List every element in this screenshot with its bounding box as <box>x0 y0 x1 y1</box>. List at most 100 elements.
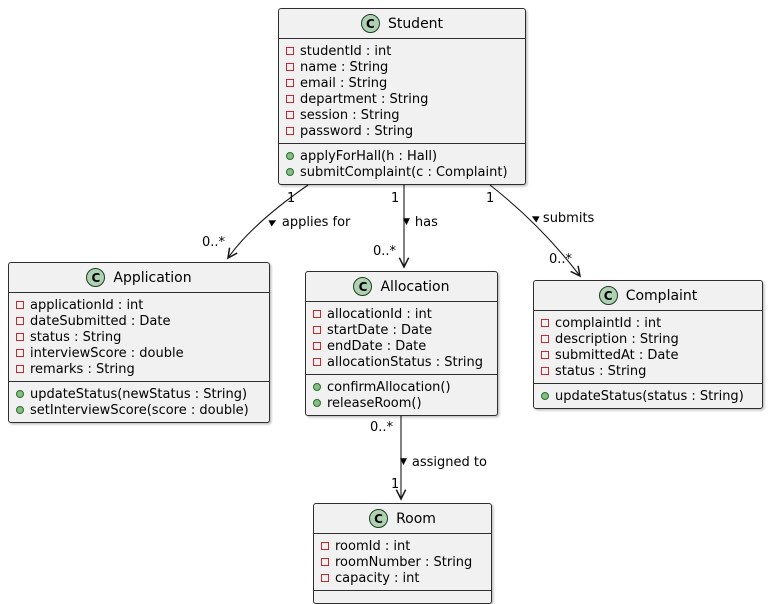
attribute-row: password : String <box>279 123 525 139</box>
attribute-text: complaintId : int <box>555 315 662 331</box>
attribute-row: name : String <box>279 59 525 75</box>
edge-label-text: submits <box>542 211 595 226</box>
edge-label-has: ▼ has <box>403 215 438 230</box>
field-icon <box>541 335 549 343</box>
method-text: updateStatus(newStatus : String) <box>30 386 248 402</box>
field-icon <box>16 301 24 309</box>
multiplicity-allocation-room-target: 1 <box>391 477 400 492</box>
method-icon <box>16 390 24 398</box>
method-row: applyForHall(h : Hall) <box>279 148 525 164</box>
attribute-text: dateSubmitted : Date <box>30 313 171 329</box>
attribute-row: remarks : String <box>9 361 269 377</box>
attribute-text: password : String <box>300 123 414 139</box>
class-room: C Room roomId : int roomNumber : String … <box>313 503 492 604</box>
class-application-name: Application <box>113 269 192 286</box>
attribute-row: submittedAt : Date <box>534 347 762 363</box>
field-icon <box>313 310 321 318</box>
attribute-row: applicationId : int <box>9 297 269 313</box>
method-icon <box>313 383 321 391</box>
edge-label-text: applies for <box>281 215 351 230</box>
edge-label-submits: ◀ submits <box>529 211 595 226</box>
field-icon <box>286 127 294 135</box>
method-row: releaseRoom() <box>306 395 497 411</box>
attribute-row: description : String <box>534 331 762 347</box>
class-allocation-attributes: allocationId : int startDate : Date endD… <box>306 302 497 375</box>
field-icon <box>286 47 294 55</box>
attribute-text: description : String <box>555 331 679 347</box>
method-icon <box>313 399 321 407</box>
edge-label-text: has <box>414 215 438 230</box>
attribute-text: endDate : Date <box>327 338 427 354</box>
attribute-row: interviewScore : double <box>9 345 269 361</box>
attribute-text: email : String <box>300 75 388 91</box>
attribute-row: roomNumber : String <box>314 554 491 570</box>
attribute-text: applicationId : int <box>30 297 144 313</box>
class-student-name: Student <box>387 15 444 32</box>
field-icon <box>286 79 294 87</box>
class-application-header: C Application <box>9 263 269 293</box>
method-icon <box>16 406 24 414</box>
class-stereotype-icon: C <box>86 268 106 287</box>
method-icon <box>541 392 549 400</box>
attribute-row: roomId : int <box>314 538 491 554</box>
class-room-header: C Room <box>314 504 491 534</box>
field-icon <box>286 95 294 103</box>
class-room-name: Room <box>396 510 436 527</box>
method-text: updateStatus(status : String) <box>555 388 744 404</box>
attribute-text: roomNumber : String <box>335 554 473 570</box>
attribute-row: endDate : Date <box>306 338 497 354</box>
attribute-row: email : String <box>279 75 525 91</box>
edge-label-applies-for: ▶ applies for <box>268 215 351 230</box>
method-row: submitComplaint(c : Complaint) <box>279 164 525 180</box>
class-allocation-methods: confirmAllocation() releaseRoom() <box>306 375 497 415</box>
attribute-text: interviewScore : double <box>30 345 184 361</box>
method-text: setInterviewScore(score : double) <box>30 402 249 418</box>
class-room-attributes: roomId : int roomNumber : String capacit… <box>314 534 491 591</box>
method-text: applyForHall(h : Hall) <box>300 148 438 164</box>
field-icon <box>16 365 24 373</box>
attribute-text: department : String <box>300 91 429 107</box>
field-icon <box>286 111 294 119</box>
attribute-text: allocationId : int <box>327 306 432 322</box>
attribute-text: roomId : int <box>335 538 411 554</box>
attribute-text: name : String <box>300 59 389 75</box>
class-stereotype-icon: C <box>369 509 389 528</box>
attribute-text: remarks : String <box>30 361 135 377</box>
class-allocation-name: Allocation <box>380 278 450 295</box>
multiplicity-student-allocation-source: 1 <box>391 191 400 206</box>
field-icon <box>286 63 294 71</box>
attribute-text: allocationStatus : String <box>327 354 484 370</box>
multiplicity-student-application-target: 0..* <box>202 235 226 250</box>
class-stereotype-icon: C <box>353 277 373 296</box>
multiplicity-student-allocation-target: 0..* <box>373 244 397 259</box>
field-icon <box>313 326 321 334</box>
class-allocation-header: C Allocation <box>306 272 497 302</box>
method-text: confirmAllocation() <box>327 379 451 395</box>
field-icon <box>313 358 321 366</box>
class-stereotype-icon: C <box>598 286 618 305</box>
multiplicity-student-complaint-target: 0..* <box>549 252 573 267</box>
multiplicity-student-application-source: 1 <box>287 191 296 206</box>
field-icon <box>321 574 329 582</box>
class-application-attributes: applicationId : int dateSubmitted : Date… <box>9 293 269 382</box>
attribute-row: department : String <box>279 91 525 107</box>
field-icon <box>541 351 549 359</box>
attribute-row: status : String <box>534 363 762 379</box>
field-icon <box>16 333 24 341</box>
attribute-row: status : String <box>9 329 269 345</box>
field-icon <box>16 349 24 357</box>
direction-triangle-icon: ▼ <box>403 217 410 227</box>
attribute-row: allocationId : int <box>306 306 497 322</box>
class-room-methods <box>314 591 491 603</box>
method-text: releaseRoom() <box>327 395 422 411</box>
edge-label-assigned-to: ▼ assigned to <box>400 455 487 470</box>
class-stereotype-icon: C <box>360 14 380 33</box>
attribute-row: session : String <box>279 107 525 123</box>
class-application-methods: updateStatus(newStatus : String) setInte… <box>9 382 269 422</box>
field-icon <box>321 542 329 550</box>
class-application: C Application applicationId : int dateSu… <box>8 262 270 423</box>
class-student-header: C Student <box>279 9 525 39</box>
method-row: confirmAllocation() <box>306 379 497 395</box>
field-icon <box>541 367 549 375</box>
attribute-row: startDate : Date <box>306 322 497 338</box>
